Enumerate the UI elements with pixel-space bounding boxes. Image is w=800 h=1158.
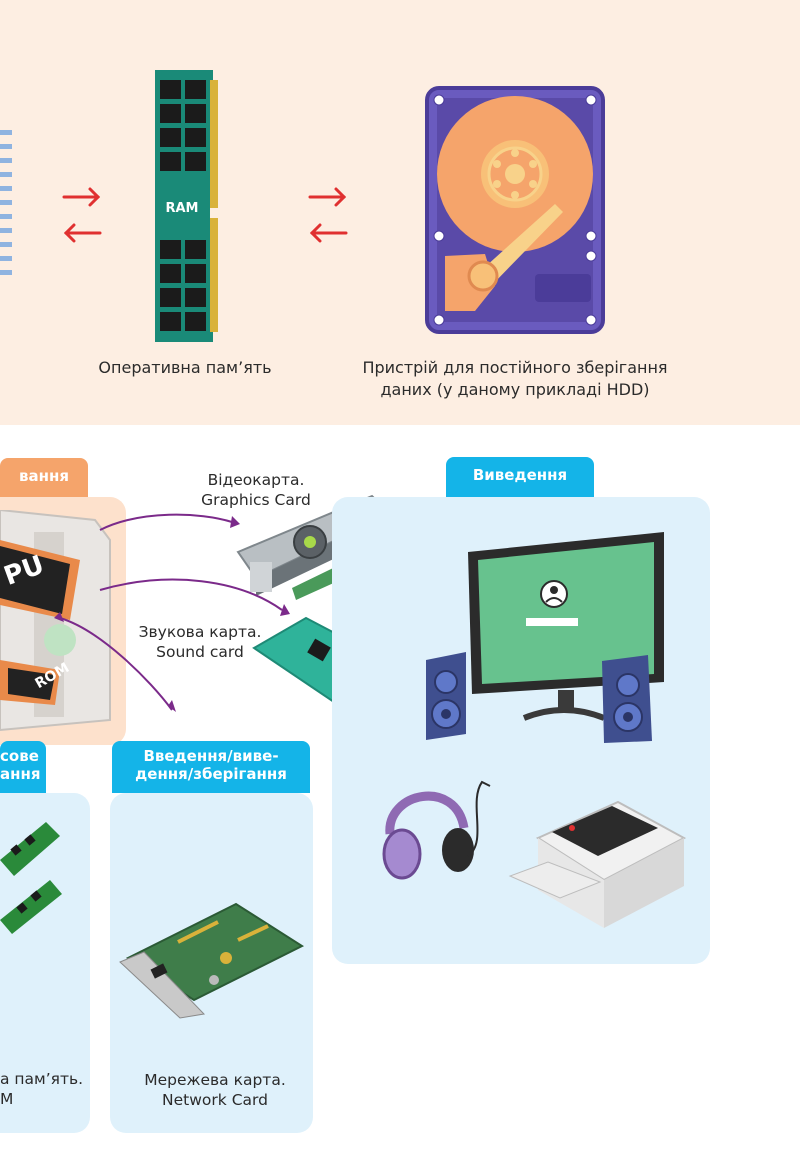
graphics-card-line1: Відеокарта.	[207, 471, 305, 489]
left-speaker-image	[426, 652, 466, 740]
storage-caption-line2: M	[0, 1090, 14, 1108]
hdd-caption-line2: даних (у даному прикладі HDD)	[380, 380, 650, 399]
bus-connector-stub	[0, 130, 12, 275]
ram-caption: Оперативна пам’ять	[98, 358, 272, 377]
graphics-card-line2: Graphics Card	[201, 491, 311, 509]
sound-card-line1: Звукова карта.	[138, 623, 262, 641]
storage-tab-line1: сове	[0, 747, 39, 765]
exchange-arrows-left	[62, 187, 102, 243]
io-caption: Мережева карта. Network Card	[120, 1070, 310, 1110]
graphics-card-caption: Відеокарта. Graphics Card	[185, 470, 327, 510]
storage-caption: а пам’ять. M	[0, 1069, 84, 1109]
ram-chip-label: RAM	[165, 201, 199, 216]
computer-case-image	[0, 510, 111, 732]
ram-module-image	[155, 70, 218, 342]
io-tab-line1: Введення/виве-	[143, 747, 279, 765]
monitor-image	[468, 532, 664, 721]
memory-modules-image	[0, 822, 62, 934]
io-tab-line2: дення/зберігання	[135, 765, 287, 783]
storage-tab: сове ання	[0, 741, 46, 793]
io-tab: Введення/виве- дення/зберігання	[112, 741, 310, 793]
network-card-image	[119, 902, 305, 1019]
headphones-image	[382, 780, 491, 880]
storage-tab-line2: ання	[0, 765, 41, 783]
sound-card-line2: Sound card	[156, 643, 244, 661]
sound-card-caption: Звукова карта. Sound card	[130, 622, 270, 662]
hdd-caption: Пристрій для постійного зберігання даних…	[330, 357, 700, 401]
exchange-arrows-right	[308, 187, 348, 243]
hdd-caption-line1: Пристрій для постійного зберігання	[362, 358, 668, 377]
output-tab: Виведення	[446, 457, 594, 497]
hdd-image	[425, 86, 605, 334]
storage-caption-line1: а пам’ять.	[0, 1070, 84, 1088]
processing-tab: вання	[0, 458, 88, 498]
io-caption-line2: Network Card	[162, 1091, 268, 1109]
printer-image	[508, 800, 686, 928]
io-caption-line1: Мережева карта.	[144, 1071, 286, 1089]
right-speaker-image	[602, 655, 652, 743]
top-band	[0, 0, 800, 425]
